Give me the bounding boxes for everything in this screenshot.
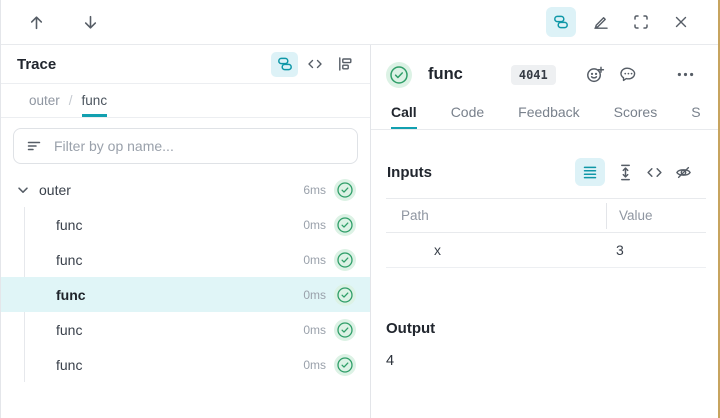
inputs-table-row[interactable]: x 3 xyxy=(386,233,706,267)
trace-panel: Trace xyxy=(1,45,371,418)
edit-button[interactable] xyxy=(586,7,616,37)
breadcrumb-separator: / xyxy=(68,93,73,108)
main-area: Trace xyxy=(1,45,718,418)
list-lines-icon xyxy=(582,164,598,180)
inputs-table-header: Path Value xyxy=(386,199,706,233)
more-options-button[interactable] xyxy=(676,65,695,84)
tree-row-duration: 0ms xyxy=(303,287,326,302)
fullscreen-button[interactable] xyxy=(626,7,656,37)
tab-summary-truncated[interactable]: S xyxy=(691,104,701,120)
tree-row-label: outer xyxy=(39,181,71,198)
call-title: func xyxy=(428,65,463,83)
inputs-table: Path Value x 3 xyxy=(386,198,706,268)
tree-row-label: func xyxy=(56,286,86,303)
more-dots-icon xyxy=(676,65,695,84)
comments-button[interactable] xyxy=(619,65,638,84)
comment-dots-icon xyxy=(619,65,638,84)
tree-row-label: func xyxy=(56,356,83,373)
breadcrumb-item-outer[interactable]: outer xyxy=(29,93,60,108)
filter-lines-icon xyxy=(26,138,42,154)
call-panel: func 4041 xyxy=(371,45,718,418)
tree-row-duration: 6ms xyxy=(303,182,326,197)
flame-view-button[interactable] xyxy=(331,52,358,77)
add-reaction-button[interactable] xyxy=(586,65,605,84)
success-status-icon xyxy=(334,178,356,201)
output-value: 4 xyxy=(386,353,395,369)
eye-off-icon xyxy=(675,164,692,181)
success-status-icon xyxy=(334,353,356,376)
tree-row-duration: 0ms xyxy=(303,252,326,267)
smiley-plus-icon xyxy=(586,65,605,84)
filter-box xyxy=(13,128,358,164)
next-call-button[interactable] xyxy=(75,7,105,37)
hidden-fields-button[interactable] xyxy=(675,164,692,181)
column-header-path[interactable]: Path xyxy=(401,208,429,223)
flame-graph-icon xyxy=(337,56,353,72)
inputs-view-toggles xyxy=(575,158,692,186)
table-view-button[interactable] xyxy=(575,158,605,186)
success-status-icon xyxy=(334,318,356,341)
code-view-button[interactable] xyxy=(301,52,328,77)
tab-call[interactable]: Call xyxy=(391,104,417,129)
expand-rows-button[interactable] xyxy=(617,164,634,181)
filter-container xyxy=(1,118,370,172)
breadcrumb-item-func[interactable]: func xyxy=(81,93,108,117)
output-heading: Output xyxy=(386,320,436,337)
trace-tree-row[interactable]: func 0ms xyxy=(1,242,370,277)
expand-vertical-icon xyxy=(617,164,634,181)
expand-icon xyxy=(633,14,649,30)
pencil-icon xyxy=(593,14,609,30)
close-icon xyxy=(673,14,689,30)
close-button[interactable] xyxy=(666,7,696,37)
output-section: Output 4 xyxy=(371,268,718,369)
tab-scores[interactable]: Scores xyxy=(613,104,658,120)
previous-call-button[interactable] xyxy=(21,7,51,37)
arrow-up-icon xyxy=(28,14,45,31)
trace-view-toggles xyxy=(271,51,358,77)
breadcrumb: outer / func xyxy=(1,84,370,118)
tree-row-label: func xyxy=(56,321,83,338)
top-bar xyxy=(1,0,718,45)
inputs-header: Inputs xyxy=(371,130,718,194)
tab-code[interactable]: Code xyxy=(450,104,485,120)
tab-feedback[interactable]: Feedback xyxy=(518,104,580,120)
trace-panel-header: Trace xyxy=(1,45,370,84)
trace-tree-row[interactable]: func 0ms xyxy=(1,277,370,312)
trace-tree-row[interactable]: func 0ms xyxy=(1,312,370,347)
tree-row-duration: 0ms xyxy=(303,217,326,232)
call-header: func 4041 xyxy=(371,45,718,92)
tree-row-label: func xyxy=(56,216,83,233)
inputs-heading: Inputs xyxy=(387,163,432,181)
tree-row-label: func xyxy=(56,251,83,268)
stack-icon xyxy=(553,14,569,30)
trace-tree-row[interactable]: outer 6ms xyxy=(1,172,370,207)
tree-view-button[interactable] xyxy=(271,51,298,77)
column-header-value[interactable]: Value xyxy=(606,202,706,229)
code-icon xyxy=(646,164,663,181)
success-status-icon xyxy=(334,283,356,306)
tree-row-duration: 0ms xyxy=(303,322,326,337)
success-status-icon xyxy=(334,248,356,271)
chevron-down-icon[interactable] xyxy=(15,182,31,198)
tree-row-duration: 0ms xyxy=(303,357,326,372)
input-path-cell: x xyxy=(434,242,441,258)
drawer-actions xyxy=(546,7,696,37)
trace-panel-title: Trace xyxy=(17,55,57,73)
call-id-badge[interactable]: 4041 xyxy=(510,64,556,85)
arrow-down-icon xyxy=(82,14,99,31)
filter-input[interactable] xyxy=(54,138,345,154)
call-header-actions xyxy=(586,65,695,84)
code-view-button[interactable] xyxy=(646,164,663,181)
trace-tree-row[interactable]: func 0ms xyxy=(1,207,370,242)
trace-view-button[interactable] xyxy=(546,7,576,37)
stack-icon xyxy=(277,56,293,72)
trace-tree-row[interactable]: func 0ms xyxy=(1,347,370,382)
code-icon xyxy=(307,56,323,72)
trace-tree: outer 6ms func 0ms func 0ms func 0ms xyxy=(1,172,370,418)
input-value-cell: 3 xyxy=(616,242,624,258)
call-nav xyxy=(21,7,105,37)
success-status-icon xyxy=(334,213,356,236)
call-tabs: Call Code Feedback Scores S xyxy=(371,92,718,130)
success-status-icon xyxy=(386,61,412,88)
